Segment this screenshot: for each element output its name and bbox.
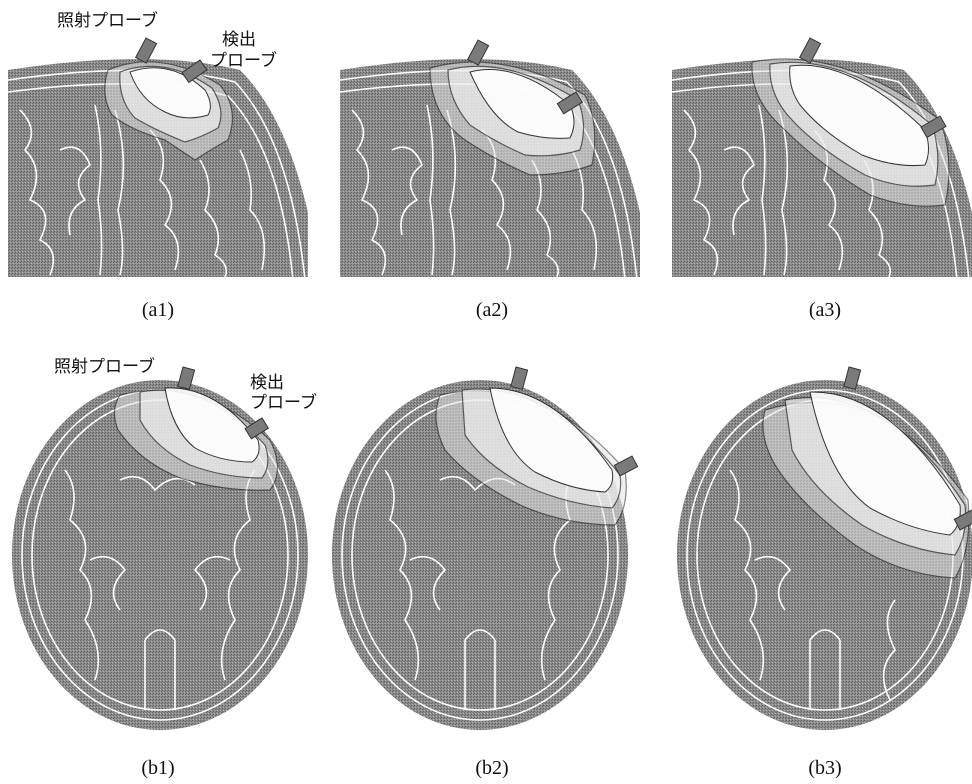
caption-b3: (b3) — [808, 757, 841, 779]
irradiation-probe-label: 照射プローブ — [57, 10, 158, 31]
panel-b2: (b2) — [332, 367, 638, 779]
detection-probe-label-line2: プローブ — [210, 50, 277, 71]
irradiation-probe-label: 照射プローブ — [54, 356, 155, 377]
caption-b2: (b2) — [475, 757, 508, 779]
caption-b1: (b1) — [141, 757, 174, 779]
panel-b1: 照射プローブ 検出 プローブ (b1) — [12, 356, 317, 779]
caption-a1: (a1) — [142, 299, 174, 321]
detection-probe-label-line1: 検出 — [250, 373, 284, 393]
detection-probe-marker — [614, 456, 637, 476]
panel-a2: (a2) — [340, 40, 652, 321]
caption-a3: (a3) — [809, 299, 841, 321]
caption-a2: (a2) — [476, 299, 508, 321]
detection-probe-label-line2: プローブ — [250, 392, 317, 413]
irradiation-probe-marker — [511, 367, 528, 389]
detection-probe-label-line1: 検出 — [222, 30, 256, 50]
panel-b3: (b3) — [677, 367, 972, 779]
panel-a3: (a3) — [672, 38, 972, 321]
panel-a1: 照射プローブ 検出 プローブ (a1) — [8, 10, 320, 321]
